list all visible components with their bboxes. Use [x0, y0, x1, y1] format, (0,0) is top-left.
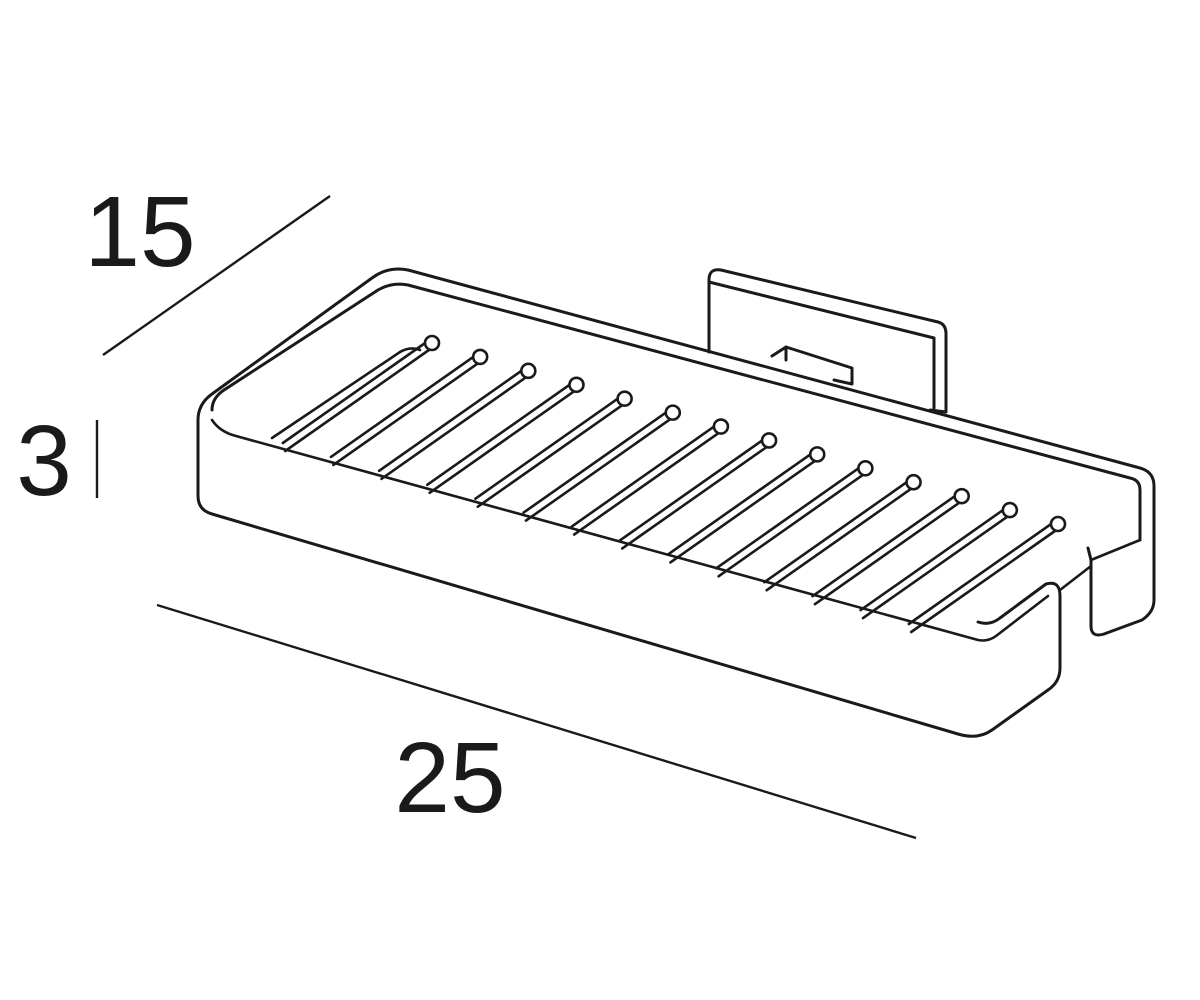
wire-rod-edge — [666, 449, 818, 556]
wire-rod — [570, 418, 730, 536]
wire-rod — [763, 473, 922, 592]
wire-rod — [377, 362, 537, 481]
wire-rod-edge — [861, 512, 1013, 620]
mount-plate — [707, 268, 948, 414]
wire-knob — [423, 334, 441, 352]
wire-knob — [1049, 515, 1067, 533]
wire-rod-edge — [859, 504, 1010, 612]
width-label: 25 — [394, 722, 505, 834]
wire-rod — [329, 348, 489, 467]
wire-rod-edge — [425, 379, 577, 487]
wire-knob — [953, 487, 970, 505]
wire-rod — [666, 446, 826, 564]
wire-rod — [281, 334, 441, 453]
wire-knob — [712, 418, 730, 435]
tray-front-panel — [196, 418, 1062, 738]
wire-knob — [1001, 501, 1019, 519]
wire-rod-edge — [522, 407, 673, 514]
wire-rod-edge — [763, 476, 914, 584]
depth-label: 15 — [84, 176, 195, 288]
wire-rod-edge — [428, 387, 579, 495]
wire-rod-edge — [377, 365, 529, 473]
wire-rod-edge — [476, 401, 628, 508]
wire-rod — [618, 432, 778, 550]
wire-knob — [616, 390, 633, 407]
wire-rod-edge — [283, 345, 435, 453]
tray-outer-rim — [196, 267, 1156, 637]
wire-rod — [811, 487, 970, 606]
wire-rod-edge — [765, 484, 917, 592]
wire-rod-edge — [572, 429, 724, 536]
wire-rod-edge — [380, 373, 531, 481]
wire-knob — [905, 473, 922, 491]
wire-rod — [714, 460, 874, 578]
wire-rod-edge — [714, 463, 866, 570]
wire-knob — [760, 432, 778, 449]
wire-knob — [664, 404, 682, 421]
wire-rod — [474, 390, 633, 508]
wire-rod-edge — [332, 359, 483, 467]
wire-knob — [520, 362, 537, 380]
wire-rod — [859, 501, 1019, 620]
wire-rod-edge — [474, 393, 625, 500]
mount-plate-ridge — [707, 280, 936, 340]
wire-rod-edge — [329, 351, 481, 459]
wire-rod-edge — [281, 337, 433, 445]
wire-rod-edge — [669, 457, 820, 564]
wire-rod — [907, 515, 1067, 634]
wire-rod-edge — [524, 415, 676, 522]
mount-connector — [770, 345, 854, 386]
wire-rod-edge — [909, 526, 1061, 634]
wire-rod-edge — [717, 471, 868, 578]
tray-inner-rim — [210, 282, 1142, 542]
wire-rod — [425, 376, 585, 495]
height-label: 3 — [16, 405, 72, 517]
wire-knob — [857, 460, 874, 477]
tray-front-inner-edge — [210, 418, 1050, 642]
wall-mount-bracket — [707, 268, 948, 414]
depth-dimension-line — [102, 195, 331, 356]
wire-rod-edge — [570, 421, 722, 528]
wire-knob — [471, 348, 489, 366]
wire-knob — [808, 446, 826, 463]
wire-rod-edge — [813, 498, 965, 606]
width-dimension-line — [156, 603, 917, 840]
wire-rod-edge — [618, 435, 770, 542]
wire-rod — [522, 404, 682, 522]
wire-rod-edge — [811, 490, 962, 598]
wire-grid — [281, 334, 1067, 634]
wire-rod-edge — [907, 518, 1059, 626]
wire-rod-edge — [620, 443, 772, 550]
wire-knob — [568, 376, 585, 394]
tray-right-slot — [1058, 538, 1142, 592]
